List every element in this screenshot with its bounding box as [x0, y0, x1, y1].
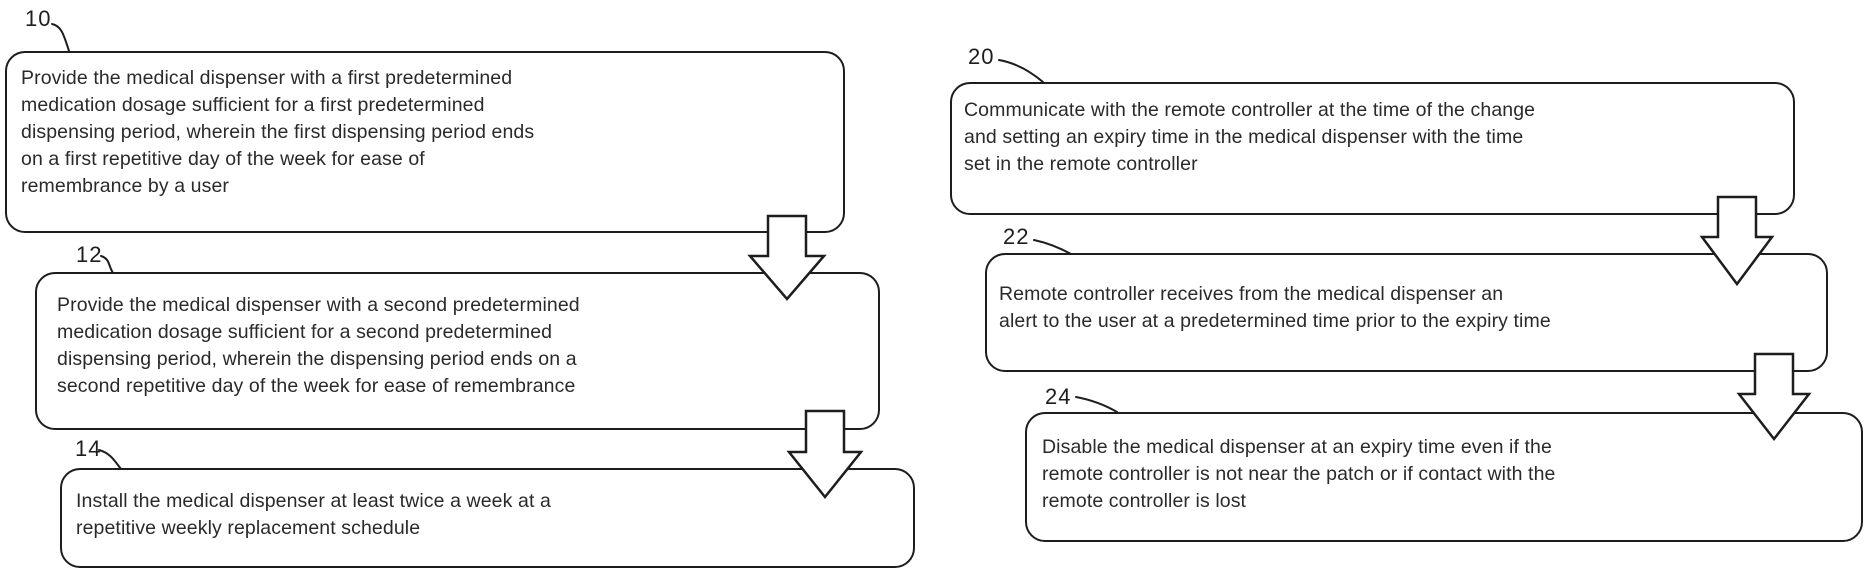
label-connector-22	[1033, 239, 1072, 255]
flow-box-step-22: Remote controller receives from the medi…	[985, 253, 1828, 372]
flow-box-step-22-text: Remote controller receives from the medi…	[999, 283, 1551, 332]
flow-box-step-20: Communicate with the remote controller a…	[950, 82, 1795, 215]
ref-label-10: 10	[25, 6, 52, 31]
flow-box-step-12: Provide the medical dispenser with a sec…	[35, 272, 880, 430]
flow-box-step-10-text: Provide the medical dispenser with a fir…	[21, 67, 535, 197]
flow-box-step-24: Disable the medical dispenser at an expi…	[1025, 412, 1863, 542]
label-connector-14	[98, 449, 122, 470]
label-connector-20	[998, 59, 1044, 83]
flow-box-step-14: Install the medical dispenser at least t…	[60, 468, 915, 568]
ref-label-22: 22	[1003, 224, 1030, 249]
flow-box-step-10: Provide the medical dispenser with a fir…	[5, 51, 845, 233]
flow-box-step-20-text: Communicate with the remote controller a…	[964, 99, 1536, 175]
flow-box-step-12-text: Provide the medical dispenser with a sec…	[57, 294, 580, 397]
label-connector-10	[51, 23, 70, 52]
ref-label-12: 12	[76, 242, 103, 267]
label-connector-24	[1075, 396, 1118, 413]
flow-box-step-24-text: Disable the medical dispenser at an expi…	[1042, 436, 1556, 512]
ref-label-14: 14	[75, 436, 102, 461]
ref-label-24: 24	[1045, 384, 1072, 409]
flow-box-step-14-text: Install the medical dispenser at least t…	[76, 490, 551, 539]
ref-label-20: 20	[968, 44, 995, 69]
label-connector-12	[100, 255, 114, 274]
